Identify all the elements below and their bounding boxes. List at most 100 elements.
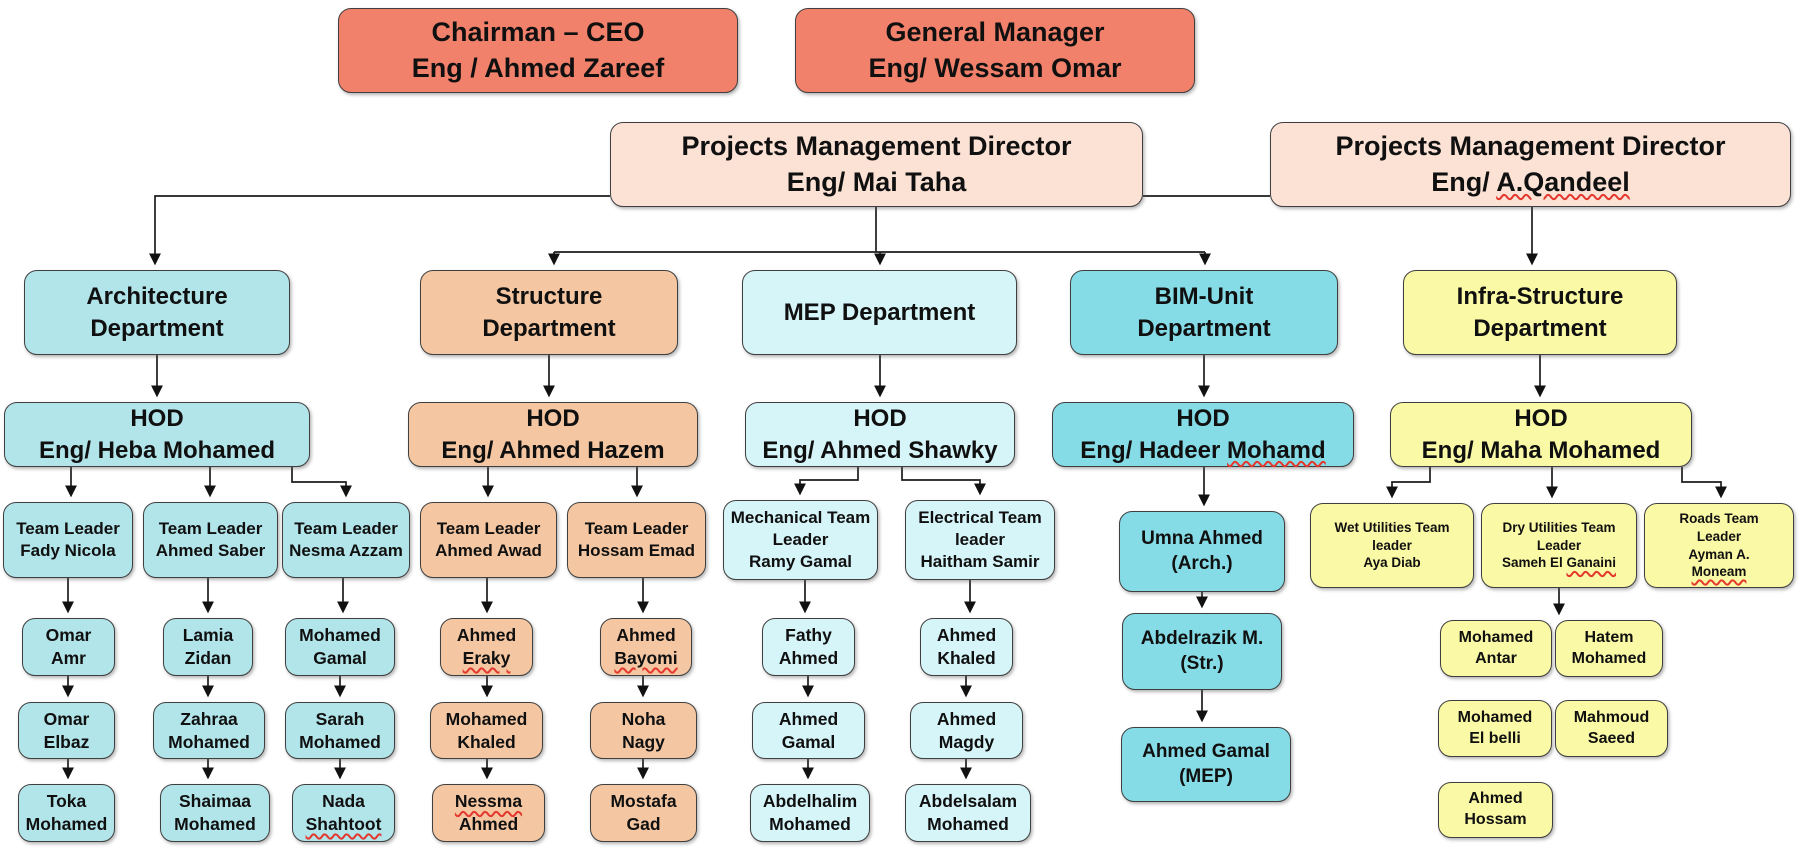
node-label-line: Gamal	[313, 647, 367, 670]
node-label-line: Dry Utilities Team	[1502, 519, 1615, 537]
node-label-text: General Manager	[885, 17, 1105, 48]
node-label-text: Mechanical Team	[730, 507, 871, 527]
node-label-line: Eng/ Maha Mohamed	[1422, 435, 1661, 466]
node-label-text-misspelled: Eraky	[462, 648, 511, 668]
node-label-text: Leader	[1696, 528, 1742, 544]
connector-line	[794, 467, 859, 496]
org-node-m-mohamed-el-belli: Mohamed El belli	[1438, 700, 1552, 757]
node-label-line: Magdy	[939, 731, 994, 754]
node-label-line: Team Leader	[159, 518, 263, 540]
node-label-text: Projects Management Director	[1335, 131, 1726, 162]
node-label-line: Department	[1473, 313, 1606, 344]
node-label-line: El belli	[1469, 729, 1521, 750]
node-label-line: Amr	[51, 647, 86, 670]
node-label-text: (Str.)	[1180, 652, 1224, 674]
node-label-line: Nessma	[455, 790, 522, 813]
node-label-line: Nagy	[622, 731, 665, 754]
node-label-text: Ahmed	[1468, 790, 1523, 808]
node-label-text-misspelled: Shahtoot	[305, 814, 382, 834]
node-label-text: Mohamed	[1457, 708, 1533, 726]
node-label-text: Nesma Azzam	[289, 541, 403, 560]
node-label-text-misspelled: Nessma	[454, 791, 523, 812]
node-label-line: Mohamed	[174, 813, 256, 836]
node-label-text: Nagy	[622, 731, 665, 752]
node-label-text: Hossam	[1464, 811, 1527, 828]
node-label-line: Eng/ Wessam Omar	[868, 51, 1121, 86]
node-label-text: Zahraa	[180, 708, 238, 729]
connector-line	[291, 467, 352, 498]
node-label-line: Architecture	[86, 281, 227, 312]
node-label-line: Haitham Samir	[920, 551, 1039, 573]
node-label-text: Ahmed	[936, 625, 997, 646]
node-label-text: Mohamed	[445, 708, 528, 729]
node-label-line: Mohamed	[1572, 649, 1647, 670]
node-label-line: Roads Team	[1679, 510, 1758, 528]
node-label-line: Team Leader	[294, 518, 398, 540]
node-label-text-misspelled: Ganaini	[1566, 555, 1617, 571]
node-label-text: Dry Utilities Team	[1502, 520, 1616, 536]
node-label-text: Ahmed Saber	[155, 541, 266, 560]
node-label-text: Lamia	[182, 625, 234, 646]
node-label-line: Mohamed	[927, 813, 1009, 836]
node-label-text: leader	[954, 529, 1006, 549]
node-label-text: Mohamed	[299, 625, 381, 646]
node-label-text: Umna Ahmed	[1141, 527, 1263, 549]
node-label-line: Mohamed	[1459, 628, 1534, 649]
node-label-line: Ahmed	[779, 647, 838, 670]
node-label-text: Team Leader	[584, 518, 689, 538]
node-label-text: Team Leader	[294, 518, 398, 538]
node-label-line: Eng/ Heba Mohamed	[39, 435, 275, 466]
node-label-text: Department	[1137, 314, 1271, 342]
node-label-line: Ayman A.	[1688, 546, 1749, 564]
node-label-text: Department	[482, 314, 616, 342]
node-label-line: Department	[1137, 313, 1270, 344]
node-label-text: Architecture	[86, 283, 228, 311]
node-label-text: Mohamed	[1571, 649, 1647, 667]
node-label-text: Chairman – CEO	[431, 17, 645, 48]
node-label-text: Electrical Team	[918, 507, 1042, 527]
node-label-text: Mohamed	[1458, 628, 1534, 646]
node-label-line: Eng/ A.Qandeel	[1431, 165, 1630, 200]
node-label-text: Toka	[46, 791, 87, 812]
node-label-text: Aya Diab	[1363, 555, 1421, 571]
node-label-line: Abdelrazik M.	[1141, 627, 1263, 652]
node-label-text: Roads Team	[1679, 511, 1759, 527]
node-label-line: HOD	[130, 403, 183, 434]
org-node-bim-ahmed-gamal-mep: Ahmed Gamal(MEP)	[1121, 727, 1291, 802]
node-label-line: (MEP)	[1179, 765, 1233, 790]
node-label-line: Ahmed	[937, 708, 996, 731]
node-label-line: HOD	[853, 403, 906, 434]
node-label-text: HOD	[1176, 405, 1230, 433]
node-label-line: Department	[90, 313, 223, 344]
node-label-text: Mohamed	[927, 814, 1009, 834]
node-label-line: Umna Ahmed	[1141, 527, 1263, 552]
node-label-text: Leader	[772, 529, 829, 549]
node-label-text: Magdy	[938, 731, 995, 752]
node-label-line: HOD	[1176, 403, 1229, 434]
node-label-text: Wet Utilities Team	[1334, 520, 1450, 536]
node-label-line: Saeed	[1588, 729, 1635, 750]
node-label-text: Gamal	[781, 731, 836, 752]
node-label-text: HOD	[1514, 405, 1568, 433]
connector-line	[1386, 467, 1431, 499]
node-label-line: Lamia	[183, 624, 234, 647]
node-label-text: Infra-Structure	[1456, 283, 1624, 311]
node-label-line: Omar	[44, 708, 90, 731]
